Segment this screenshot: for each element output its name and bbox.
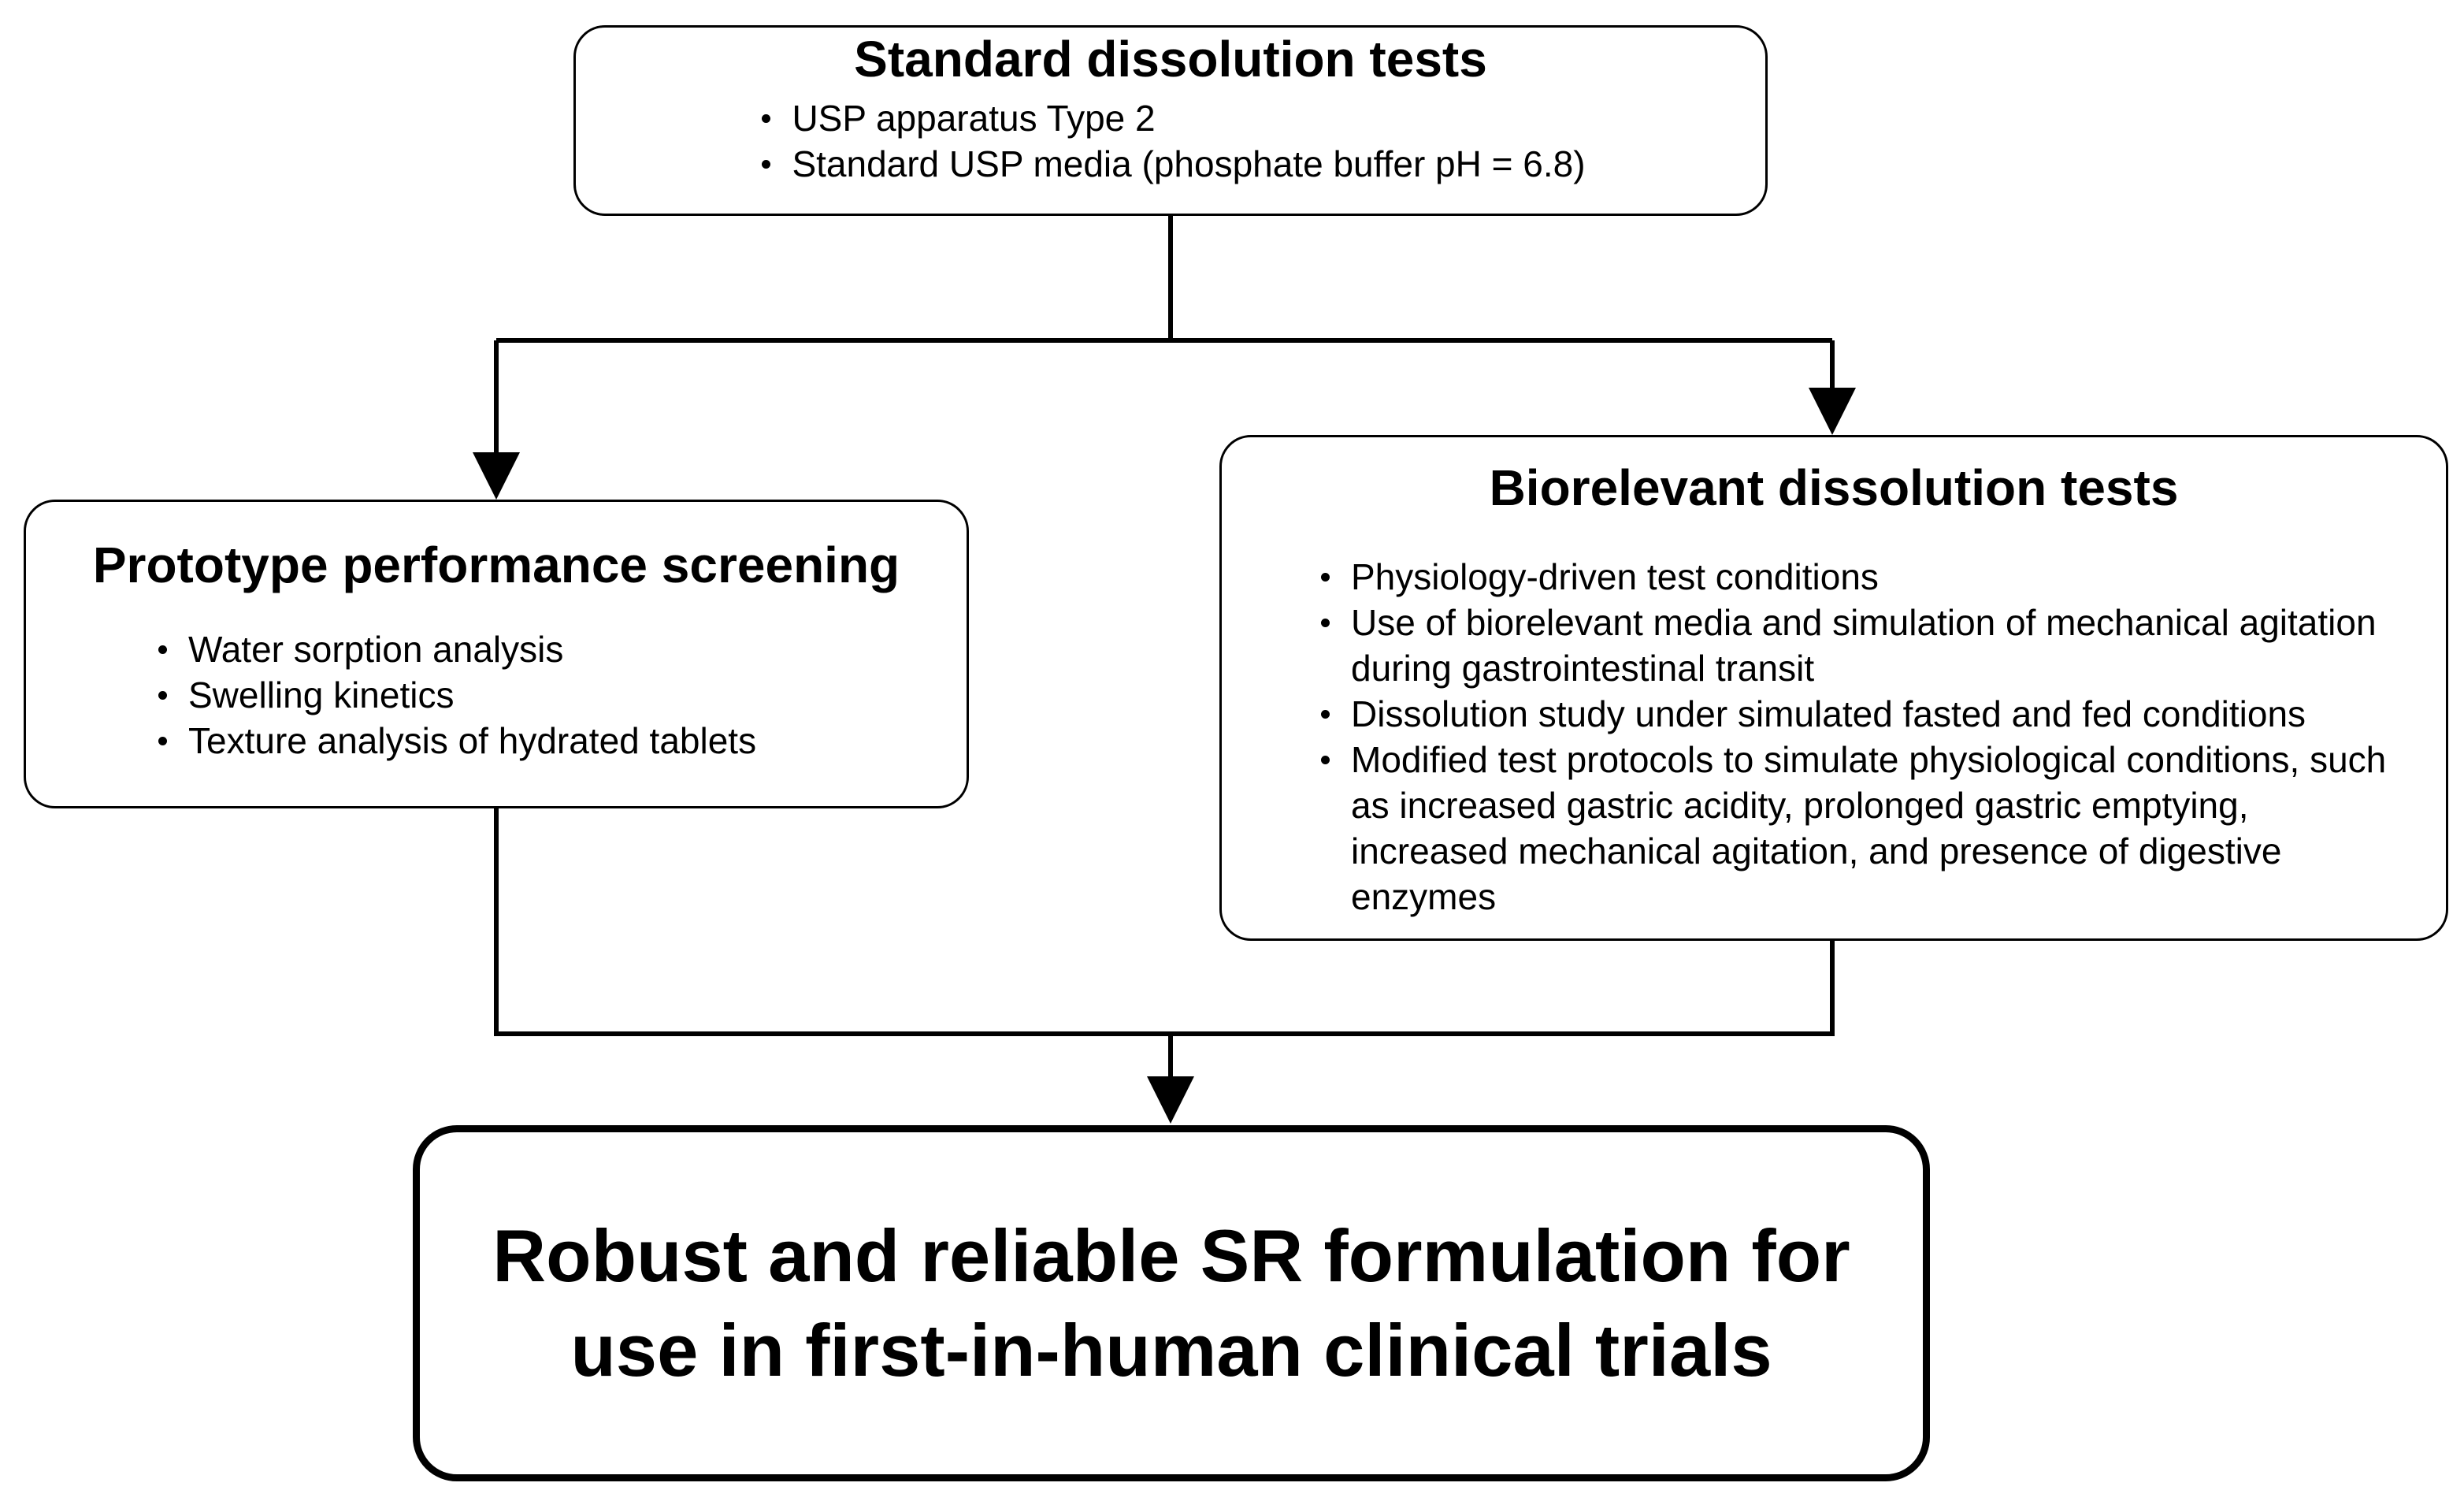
outcome-text: Robust and reliable SR formulation for u… <box>492 1214 1850 1392</box>
list-item: Use of biorelevant media and simulation … <box>1315 600 2414 691</box>
list-item: Water sorption analysis <box>152 626 967 672</box>
list-item: Swelling kinetics <box>152 672 967 718</box>
list-item: Dissolution study under simulated fasted… <box>1315 691 2414 737</box>
standard-tests-title: Standard dissolution tests <box>854 31 1487 87</box>
standard-dissolution-tests-box: Standard dissolution tests USP apparatus… <box>573 25 1768 216</box>
biorelevant-dissolution-tests-box: Biorelevant dissolution tests Physiology… <box>1219 435 2448 941</box>
prototype-screening-title: Prototype performance screening <box>92 537 900 593</box>
standard-tests-list: USP apparatus Type 2 Standard USP media … <box>755 95 1586 187</box>
outcome-box: Robust and reliable SR formulation for u… <box>413 1125 1930 1481</box>
list-item: USP apparatus Type 2 <box>755 95 1585 141</box>
list-item: Modified test protocols to simulate phys… <box>1315 737 2414 920</box>
list-item: Texture analysis of hydrated tablets <box>152 718 967 764</box>
prototype-screening-list: Water sorption analysis Swelling kinetic… <box>152 626 967 764</box>
list-item: Physiology-driven test conditions <box>1315 554 2414 600</box>
biorelevant-tests-title: Biorelevant dissolution tests <box>1489 459 2179 516</box>
prototype-performance-screening-box: Prototype performance screening Water so… <box>24 500 969 808</box>
biorelevant-tests-list: Physiology-driven test conditions Use of… <box>1315 554 2414 920</box>
list-item: Standard USP media (phosphate buffer pH … <box>755 141 1586 187</box>
